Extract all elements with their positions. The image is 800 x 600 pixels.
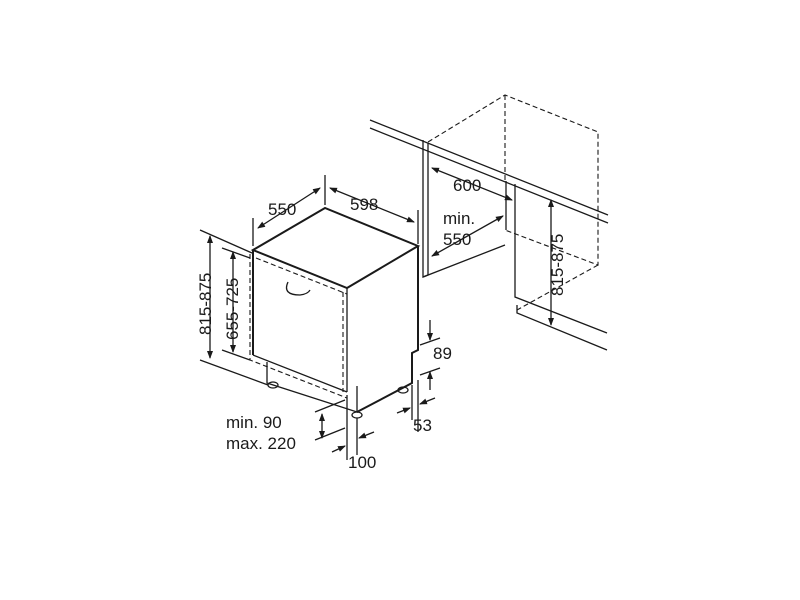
right-plinth: [516, 305, 608, 351]
label-plinth-depth: 100: [348, 453, 376, 472]
ext-line: [199, 229, 253, 254]
ext-line: [314, 427, 346, 441]
countertop-edge-bottom: [369, 127, 609, 224]
door-bottom: [252, 354, 348, 393]
door-top-dashed: [255, 257, 348, 295]
ext-line: [221, 349, 251, 361]
dishwasher: [249, 206, 421, 419]
foot-offset-arrow: [396, 407, 411, 414]
ext-line: [221, 247, 251, 259]
label-depth: 550: [268, 200, 296, 219]
plinth-depth-arrow: [331, 445, 346, 453]
countertop-edge-top: [369, 119, 609, 216]
niche-width-arrow: [431, 167, 513, 201]
niche-outline-dashed: [427, 94, 599, 266]
depth-arrow: [257, 187, 321, 229]
label-plinth-min: min. 90: [226, 413, 282, 432]
foot-offset-arrow: [419, 397, 436, 405]
ext-line: [314, 399, 346, 413]
dimension-lines: [199, 167, 554, 460]
right-cabinet-side: [514, 184, 608, 334]
left-panel-bottom: [422, 274, 429, 278]
ext-line: [419, 337, 441, 346]
plinth-depth-arrow: [358, 431, 375, 439]
foot-right: [397, 386, 409, 394]
niche-depth-arrow: [431, 215, 504, 257]
door-handle-icon: [285, 281, 311, 296]
dishwasher-top: [250, 206, 421, 290]
label-niche-depth-prefix: min.: [443, 209, 475, 228]
label-plinth-max: max. 220: [226, 434, 296, 453]
width-arrow: [329, 187, 415, 223]
dishwasher-side: [356, 246, 419, 413]
label-niche-depth: 550: [443, 230, 471, 249]
plinth: [266, 362, 358, 413]
label-niche-width: 600: [453, 176, 481, 195]
door-outline-dashed: [249, 254, 348, 399]
label-door-height: 655-725: [223, 278, 242, 340]
ext-line: [419, 367, 441, 376]
label-niche-height: 815-875: [548, 234, 567, 296]
foot-front: [351, 411, 363, 419]
label-foot-offset: 53: [413, 416, 432, 435]
kitchen-niche: [369, 94, 609, 351]
ext-line: [199, 359, 269, 386]
label-width: 598: [350, 195, 378, 214]
label-appliance-height: 815-875: [196, 273, 215, 335]
label-plinth-recess: 89: [433, 344, 452, 363]
